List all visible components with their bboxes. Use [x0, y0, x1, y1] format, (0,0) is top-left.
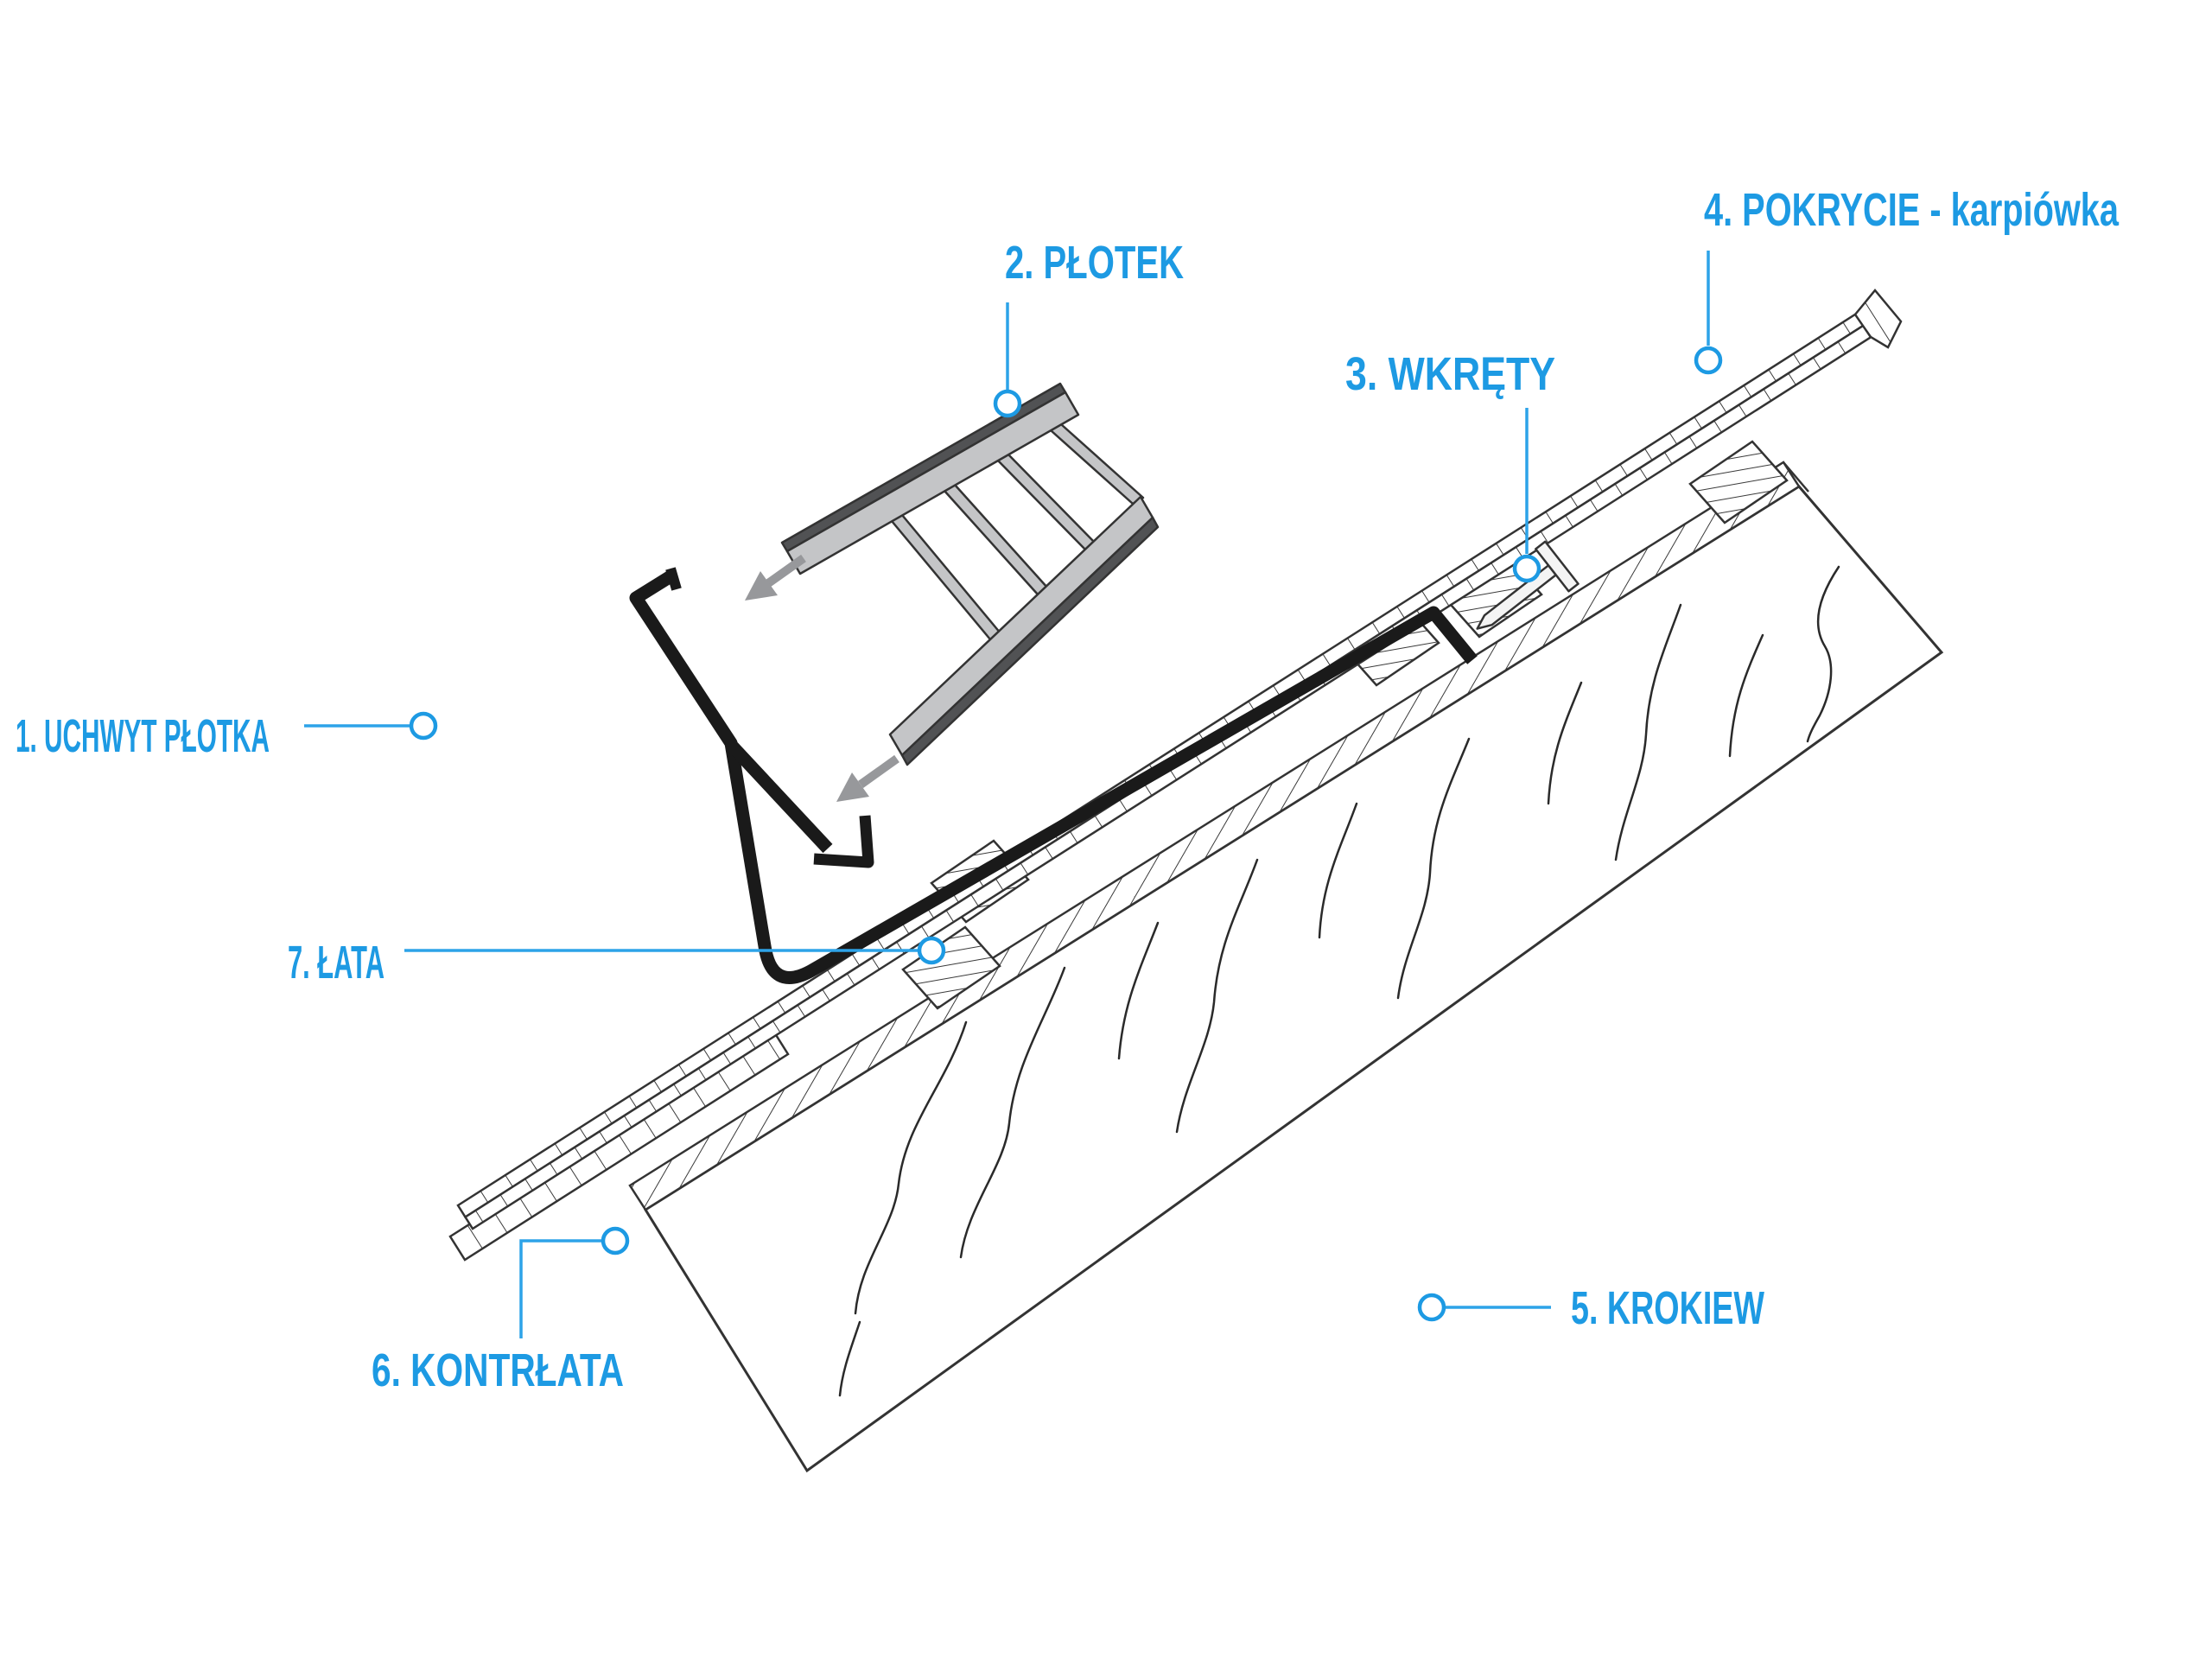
wood-grain-lines — [838, 565, 1840, 1397]
leader-dots — [409, 346, 1723, 1322]
mounting-direction-arrows — [745, 554, 899, 802]
leader-lines — [304, 251, 1710, 1338]
label-pokrycie: 4. POKRYCIE - karpiówka — [1704, 184, 2120, 236]
leader-kontrlata — [519, 1239, 601, 1338]
leader-dot-pokrycie — [1694, 346, 1723, 375]
leader-dot-kontrlata — [601, 1226, 630, 1255]
fence-holder-profile — [629, 567, 1478, 984]
batten — [1688, 440, 1789, 524]
holder-clamp-hook — [813, 815, 874, 868]
holder-top-lip — [665, 567, 682, 591]
snow-fence — [745, 382, 1160, 802]
leader-dot-plotek — [993, 389, 1022, 418]
label-uchwyt-plotka: 1. UCHWYT PŁOTKA — [16, 710, 270, 762]
tile-nose-hook — [1853, 289, 1903, 349]
counter-batten-strip — [628, 461, 1809, 1211]
leader-dot-lata — [917, 936, 946, 965]
leader-dot-krokiew — [1417, 1293, 1446, 1322]
leader-dot-uchwyt — [409, 711, 438, 741]
batten — [901, 925, 1001, 1010]
screw-head — [1535, 540, 1580, 593]
fence-top-rail — [780, 382, 1080, 575]
labels: 1. UCHWYT PŁOTKA 2. PŁOTEK 3. WKRĘTY 4. … — [16, 184, 2120, 1396]
label-lata: 7. ŁATA — [288, 937, 385, 988]
label-plotek: 2. PŁOTEK — [1005, 237, 1184, 289]
label-krokiew: 5. KROKIEW — [1571, 1282, 1764, 1334]
holder-main-profile — [629, 568, 1478, 984]
fence-bottom-rail — [888, 495, 1160, 766]
fence-rungs — [890, 423, 1145, 641]
leader-dot-wkrety — [1512, 554, 1541, 583]
label-wkrety: 3. WKRĘTY — [1345, 348, 1555, 400]
label-kontrlata: 6. KONTRŁATA — [372, 1344, 624, 1396]
holder-clamp-arm — [726, 740, 833, 854]
